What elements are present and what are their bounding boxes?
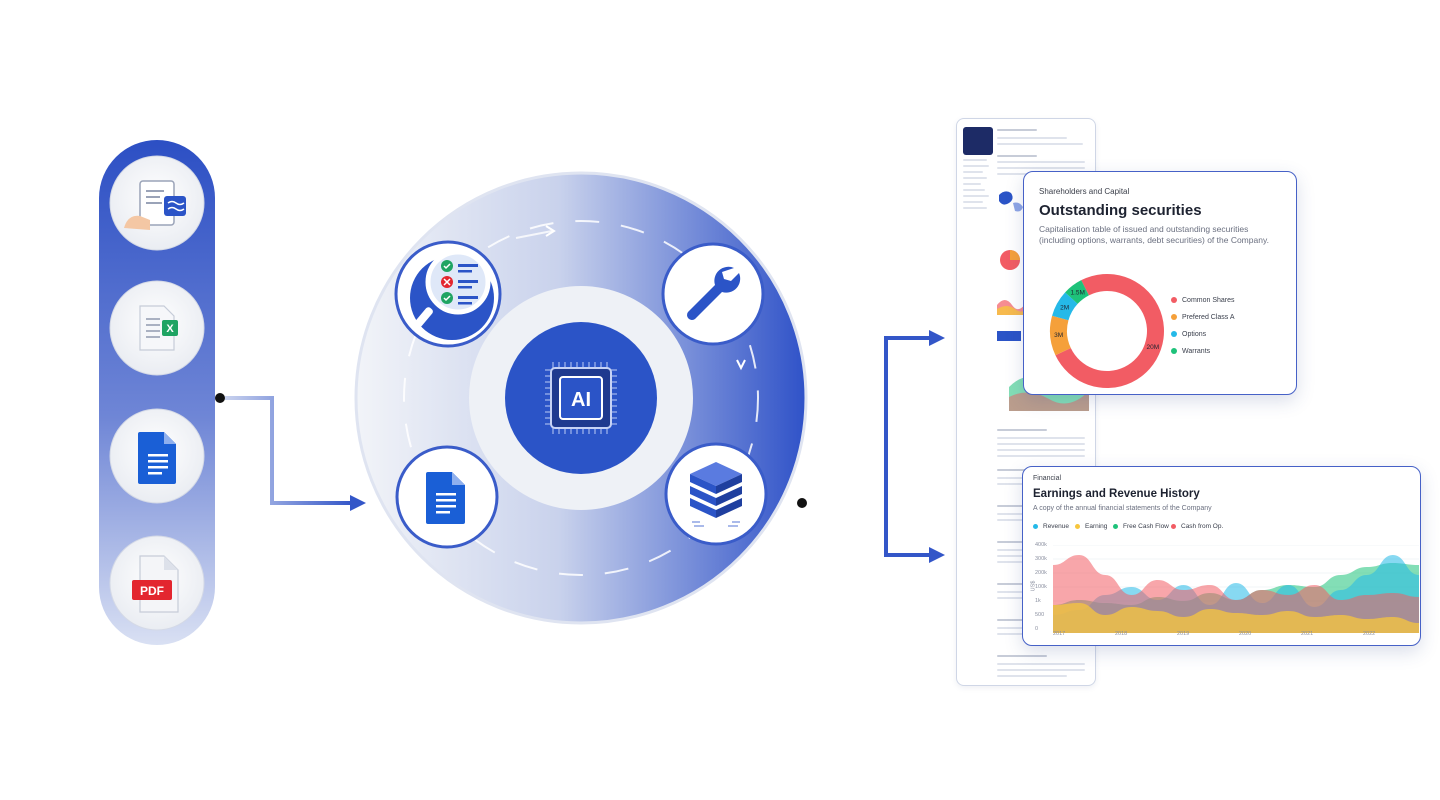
- donut-slice-warrants: [1065, 280, 1089, 304]
- card-title: Outstanding securities: [1039, 202, 1202, 219]
- card-description: Capitalisation table of issued and outst…: [1039, 224, 1269, 245]
- input-sources-column: X PDF: [99, 140, 215, 645]
- donut-slice-label: 3M: [1054, 332, 1063, 339]
- x-tick-label: 2020: [1239, 631, 1252, 637]
- ai-chip-icon: AI: [505, 322, 657, 474]
- x-tick-label: 2022: [1363, 631, 1376, 637]
- document-icon: [395, 445, 499, 549]
- y-tick-label: 400k: [1035, 542, 1047, 548]
- legend-item-warrants: Warrants: [1171, 348, 1210, 355]
- legend-label: Revenue: [1043, 523, 1070, 530]
- donut-slice-label: 20M: [1147, 344, 1160, 351]
- report-area-mini: [997, 300, 1027, 315]
- earnings-x-axis: 2017 2018 2019 2020 2021 2022: [1053, 631, 1419, 641]
- card-eyebrow: Shareholders and Capital: [1039, 187, 1130, 196]
- donut-slice-common-shares: [1055, 274, 1164, 388]
- output-connector-arrow: [797, 330, 945, 563]
- legend-label: Options: [1182, 331, 1207, 338]
- document-icon: [109, 408, 205, 504]
- legend-item-common-shares: Common Shares: [1171, 297, 1235, 304]
- ai-chip-label: AI: [571, 389, 591, 411]
- donut-slice-label: 1.5M: [1071, 289, 1085, 296]
- pdf-icon: PDF: [109, 535, 205, 631]
- legend-item-prefered-class-a: Prefered Class A: [1171, 314, 1235, 321]
- x-tick-label: 2019: [1177, 631, 1190, 637]
- donut-slice-label: 2M: [1060, 304, 1069, 311]
- y-tick-label: 500: [1035, 612, 1045, 618]
- area-series-earning: [1053, 603, 1419, 633]
- input-connector-arrow: [215, 393, 366, 511]
- report-world-map: [999, 191, 1023, 212]
- legend-item-earning: Earning: [1075, 523, 1107, 530]
- card-description: A copy of the annual financial statement…: [1033, 505, 1212, 512]
- outstanding-securities-card: Shareholders and Capital Outstanding sec…: [1023, 171, 1297, 395]
- report-sidebar: [963, 159, 993, 249]
- y-tick-label: 1k: [1035, 598, 1041, 604]
- xlsx-label: X: [166, 323, 174, 335]
- earnings-y-axis: 400k 300k 200k 100k 1k 500 0: [1035, 542, 1053, 632]
- legend-swatch: [1171, 314, 1177, 321]
- legend-label: Prefered Class A: [1182, 314, 1235, 321]
- legend-label: Cash from Op.: [1181, 523, 1224, 530]
- report-pie-mini: [1000, 250, 1020, 270]
- legend-swatch: [1075, 523, 1080, 529]
- donut-slice-options: [1052, 292, 1078, 321]
- legend-label: Warrants: [1182, 348, 1211, 355]
- legend-swatch: [1113, 523, 1118, 529]
- earnings-legend: Revenue Earning Free Cash Flow Cash from Op…: [1033, 523, 1333, 535]
- earnings-area-chart: [1053, 545, 1419, 633]
- legend-item-cash-from-op-: Cash from Op.: [1171, 523, 1223, 530]
- spreadsheet-icon: X: [109, 280, 205, 376]
- legend-swatch: [1171, 331, 1177, 338]
- wrench-icon: [661, 242, 765, 346]
- checklist-magnifier-icon: [394, 240, 502, 348]
- report-bars-mini: [997, 331, 1021, 341]
- ai-processing-ring: AI: [354, 171, 808, 625]
- x-tick-label: 2021: [1301, 631, 1314, 637]
- donut-slice-prefered-class-a: [1050, 315, 1071, 356]
- pdf-label: PDF: [140, 584, 164, 598]
- x-tick-label: 2018: [1115, 631, 1128, 637]
- legend-item-free-cash-flow: Free Cash Flow: [1113, 523, 1169, 530]
- y-tick-label: 300k: [1035, 556, 1047, 562]
- y-tick-label: 0: [1035, 626, 1039, 632]
- legend-swatch: [1171, 523, 1176, 529]
- legend-label: Common Shares: [1182, 297, 1235, 304]
- legend-item-revenue: Revenue: [1033, 523, 1069, 530]
- card-title: Earnings and Revenue History: [1033, 488, 1200, 500]
- y-tick-label: 200k: [1035, 570, 1047, 576]
- chat-document-icon: [109, 155, 205, 251]
- legend-label: Free Cash Flow: [1123, 523, 1169, 530]
- legend-label: Earning: [1085, 523, 1108, 530]
- y-tick-label: 100k: [1035, 584, 1047, 590]
- x-tick-label: 2017: [1053, 631, 1066, 637]
- server-stack-icon: [664, 442, 768, 546]
- card-eyebrow: Financial: [1033, 475, 1062, 482]
- securities-donut-chart: 20M 3M 2M 1.5M: [1050, 274, 1164, 388]
- earnings-revenue-card: Financial Earnings and Revenue History A…: [1022, 466, 1421, 646]
- legend-item-options: Options: [1171, 331, 1206, 338]
- legend-swatch: [1033, 523, 1038, 529]
- report-thumbnail: [963, 127, 993, 155]
- legend-swatch: [1171, 348, 1177, 355]
- earnings-y-axis-title: US$: [1030, 580, 1037, 592]
- legend-swatch: [1171, 297, 1177, 304]
